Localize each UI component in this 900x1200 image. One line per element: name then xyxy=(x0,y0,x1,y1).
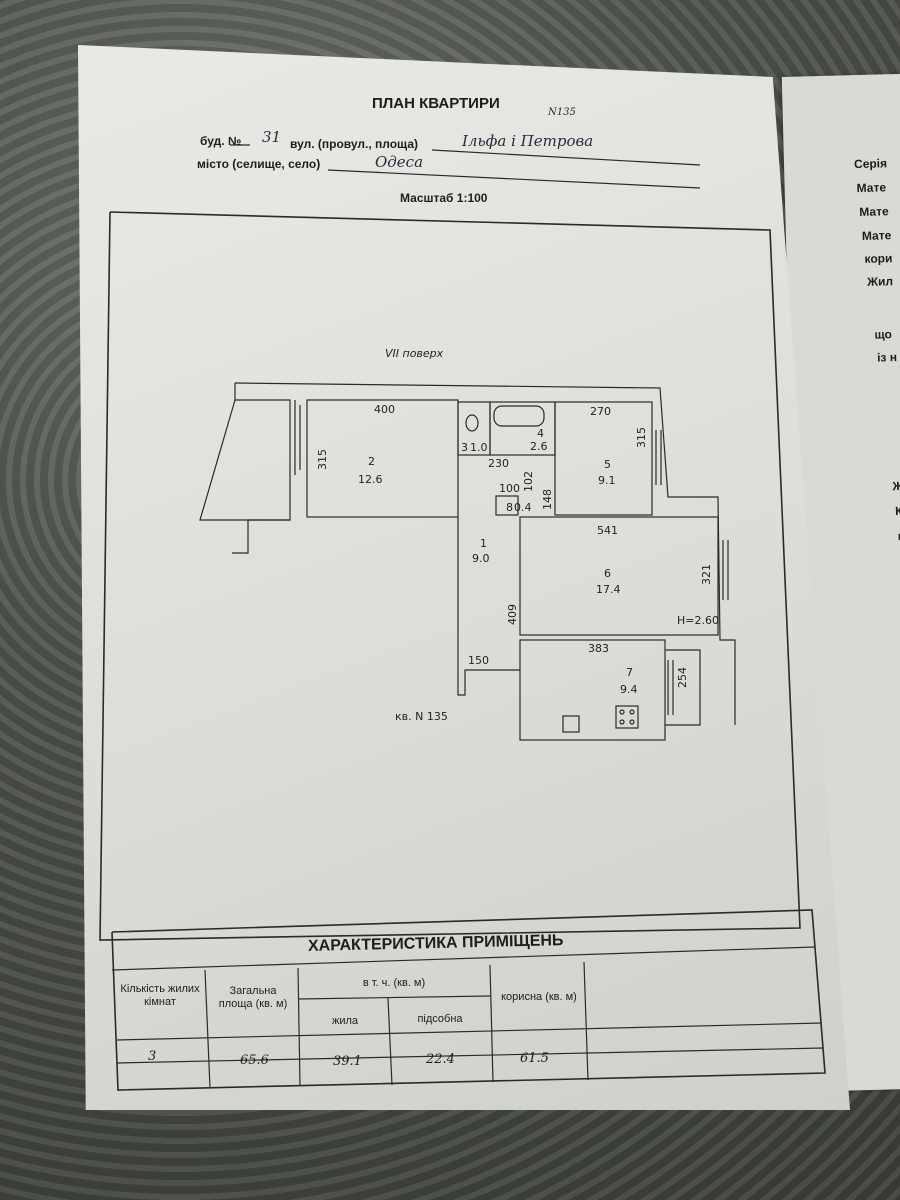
floor-label: VII поверх xyxy=(385,347,444,360)
header-useful: корисна (кв. м) xyxy=(501,991,577,1003)
room-number: 5 xyxy=(604,458,611,471)
street-value: Ільфа і Петрова xyxy=(462,132,594,150)
apartment-label: кв. N 135 xyxy=(395,710,448,723)
room-area: 9.4 xyxy=(620,683,638,696)
room-area: 9.1 xyxy=(598,474,616,487)
room-number: 7 xyxy=(626,666,633,679)
value-auxiliary: 22.4 xyxy=(426,1052,455,1067)
street-label: вул. (провул., площа) xyxy=(290,137,418,151)
header-including: в т. ч. (кв. м) xyxy=(362,977,426,989)
room-number: 3 xyxy=(461,441,468,454)
scale-label: Масштаб 1:100 xyxy=(400,191,488,205)
dimension: 148 xyxy=(541,489,554,510)
dimension: 230 xyxy=(488,457,509,470)
city-value: Одеса xyxy=(375,153,424,171)
document-title: ПЛАН КВАРТИРИ xyxy=(372,95,500,112)
document-paper xyxy=(78,45,850,1110)
city-label: місто (селище, село) xyxy=(197,157,321,171)
dimension: 270 xyxy=(590,405,611,418)
room-area: 1.0 xyxy=(470,441,488,454)
header-total-area: Загальна площа (кв. м) xyxy=(218,985,288,1010)
dimension: 400 xyxy=(374,403,395,416)
dimension: 254 xyxy=(676,667,689,688)
value-rooms-count: 3 xyxy=(148,1049,157,1064)
dimension: 409 xyxy=(506,604,519,625)
room-number: 8 xyxy=(506,501,513,514)
room-area: 17.4 xyxy=(596,583,621,596)
room-area: 2.6 xyxy=(530,440,548,453)
header-rooms-count: Кількість жилих кімнат xyxy=(120,983,200,1008)
ceiling-height: H=2.60 xyxy=(677,614,719,627)
building-number: 31 xyxy=(262,128,282,146)
dimension: 315 xyxy=(635,427,648,448)
room-area: 12.6 xyxy=(358,473,383,486)
header-living: жила xyxy=(331,1015,359,1027)
dimension: 100 xyxy=(499,482,520,495)
room-area: 9.0 xyxy=(472,552,490,565)
dimension: 541 xyxy=(597,524,618,537)
room-number: 4 xyxy=(537,427,544,440)
title-note: N135 xyxy=(548,107,576,118)
header-auxiliary: підсобна xyxy=(417,1013,463,1025)
dimension: 102 xyxy=(522,471,535,492)
dimension: 150 xyxy=(468,654,489,667)
room-number: 1 xyxy=(480,537,487,550)
value-useful: 61.5 xyxy=(520,1051,549,1066)
value-total-area: 65.6 xyxy=(240,1053,269,1068)
dimension: 383 xyxy=(588,642,609,655)
dimension: 321 xyxy=(700,564,713,585)
value-living: 39.1 xyxy=(333,1054,362,1069)
room-number: 6 xyxy=(604,567,611,580)
dimension: 315 xyxy=(316,449,329,470)
room-area: 0.4 xyxy=(514,501,532,514)
room-number: 2 xyxy=(368,455,375,468)
